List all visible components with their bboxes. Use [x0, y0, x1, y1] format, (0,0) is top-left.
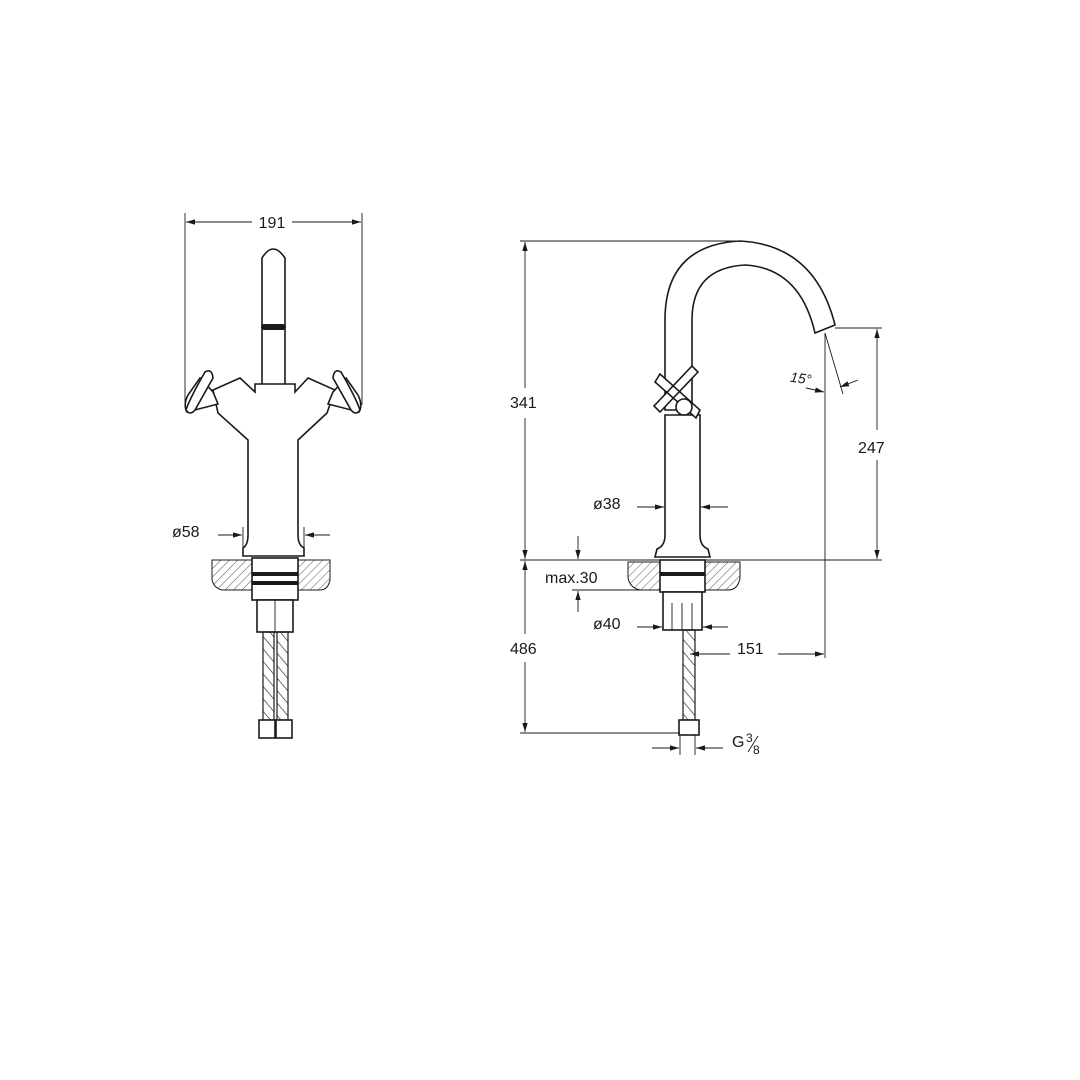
side-view: 341 486 247 15° ø38 ma — [510, 240, 885, 757]
nut-diameter-dimension: ø40 — [593, 616, 728, 633]
height-label: 341 — [510, 395, 537, 412]
width-label: 191 — [259, 215, 286, 232]
counter-thickness-label: max.30 — [545, 570, 598, 587]
stem-diameter-dimension: ø38 — [593, 496, 728, 513]
spout-angle: 15° — [789, 332, 859, 658]
spout-reach-label: 151 — [737, 641, 764, 658]
counter-section-side — [627, 559, 741, 736]
thread-label: G — [732, 734, 744, 751]
base-diameter-label: ø58 — [172, 524, 200, 541]
thread-denominator: 8 — [753, 743, 760, 757]
connection-thread-dimension: G 3 8 — [652, 731, 760, 757]
front-view: 191 ø58 — [172, 213, 363, 739]
height-dimension: 341 — [510, 242, 537, 559]
spout-height-dimension: 247 — [835, 327, 885, 559]
faucet-front — [184, 248, 362, 557]
below-counter-dimension: 486 — [510, 561, 537, 732]
thread-numerator: 3 — [746, 731, 753, 745]
spout-height-label: 247 — [858, 440, 885, 457]
counter-section — [211, 557, 331, 633]
counter-thickness-dimension: max.30 — [545, 536, 660, 612]
width-dimension: 191 — [184, 213, 363, 405]
base-diameter-dimension: ø58 — [172, 524, 330, 556]
nut-diameter-label: ø40 — [593, 616, 621, 633]
base-line — [520, 240, 882, 734]
faucet-side — [652, 240, 836, 558]
below-counter-label: 486 — [510, 641, 537, 658]
spout-reach-dimension: 151 — [690, 641, 824, 658]
supply-hoses — [258, 631, 293, 739]
stem-diameter-label: ø38 — [593, 496, 621, 513]
spout-angle-label: 15° — [789, 369, 813, 388]
